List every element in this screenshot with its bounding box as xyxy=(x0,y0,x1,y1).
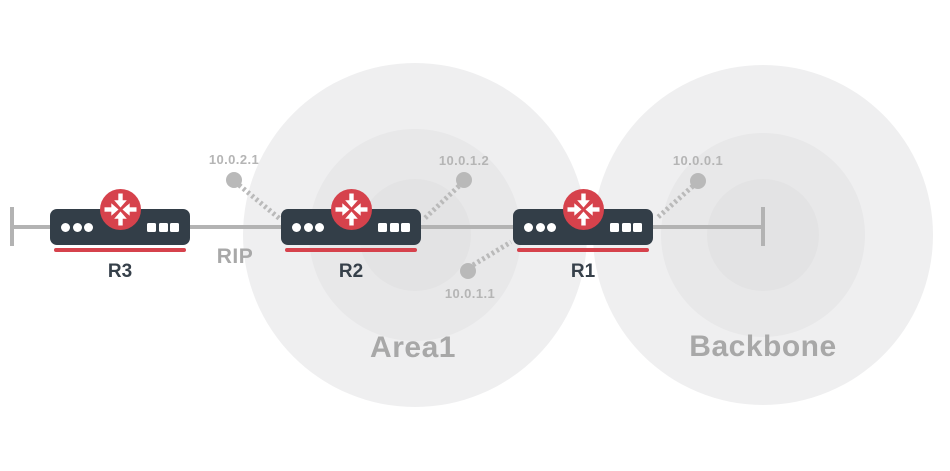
ip-label-10-0-0-1: 10.0.0.1 xyxy=(672,153,724,168)
ip-label-10-0-1-2: 10.0.1.2 xyxy=(438,153,490,168)
router-r2: R2 xyxy=(281,188,421,282)
router-underline xyxy=(54,247,186,252)
router-label: R2 xyxy=(338,261,364,282)
router-label: R3 xyxy=(107,261,133,282)
zone-label-area1: Area1 xyxy=(370,331,456,364)
port-dot xyxy=(61,223,70,232)
ip-label-10-0-1-1: 10.0.1.1 xyxy=(444,286,496,301)
port-dot xyxy=(72,223,82,232)
router-r3: R3 xyxy=(50,188,190,282)
callout-line-10-0-1-2 xyxy=(421,184,461,222)
callout-line-10-0-2-1 xyxy=(237,183,282,221)
router-label: R1 xyxy=(570,261,596,282)
router-ports-left xyxy=(61,223,93,232)
port-square xyxy=(170,223,179,232)
router-arrows-icon xyxy=(335,193,367,225)
port-square xyxy=(401,223,410,232)
router-r1: R1 xyxy=(513,188,653,282)
port-square xyxy=(633,223,642,232)
router-arrows-icon xyxy=(567,193,599,225)
interface-dot-10-0-1-2 xyxy=(456,172,472,188)
port-square xyxy=(378,223,387,232)
router-underline xyxy=(285,247,417,252)
interface-dot-10-0-2-1 xyxy=(226,172,242,188)
router-ports-left xyxy=(292,223,324,232)
port-dot xyxy=(535,223,545,232)
port-dot xyxy=(315,223,324,232)
port-square xyxy=(158,223,168,232)
port-dot xyxy=(547,223,556,232)
port-square xyxy=(621,223,631,232)
callout-line-10-0-1-1 xyxy=(471,239,513,268)
port-square xyxy=(610,223,619,232)
protocol-label-rip: RIP xyxy=(216,245,254,268)
segment-terminator-right xyxy=(761,207,765,246)
router-icon xyxy=(99,188,141,230)
router-arrows-icon xyxy=(104,193,136,225)
router-ports-left xyxy=(524,223,556,232)
zone-label-backbone: Backbone xyxy=(689,330,837,363)
interface-dot-10-0-0-1 xyxy=(690,173,706,189)
segment-terminator-left xyxy=(10,207,14,246)
port-dot xyxy=(84,223,93,232)
interface-dot-10-0-1-1 xyxy=(460,263,476,279)
router-underline xyxy=(517,247,649,252)
port-dot xyxy=(292,223,301,232)
router-icon xyxy=(330,188,372,230)
port-square xyxy=(147,223,156,232)
router-ports-right xyxy=(610,223,642,232)
ip-label-10-0-2-1: 10.0.2.1 xyxy=(208,152,260,167)
router-icon xyxy=(562,188,604,230)
router-ports-right xyxy=(147,223,179,232)
callout-line-10-0-0-1 xyxy=(654,184,695,221)
port-square xyxy=(389,223,399,232)
port-dot xyxy=(303,223,313,232)
port-dot xyxy=(524,223,533,232)
router-ports-right xyxy=(378,223,410,232)
